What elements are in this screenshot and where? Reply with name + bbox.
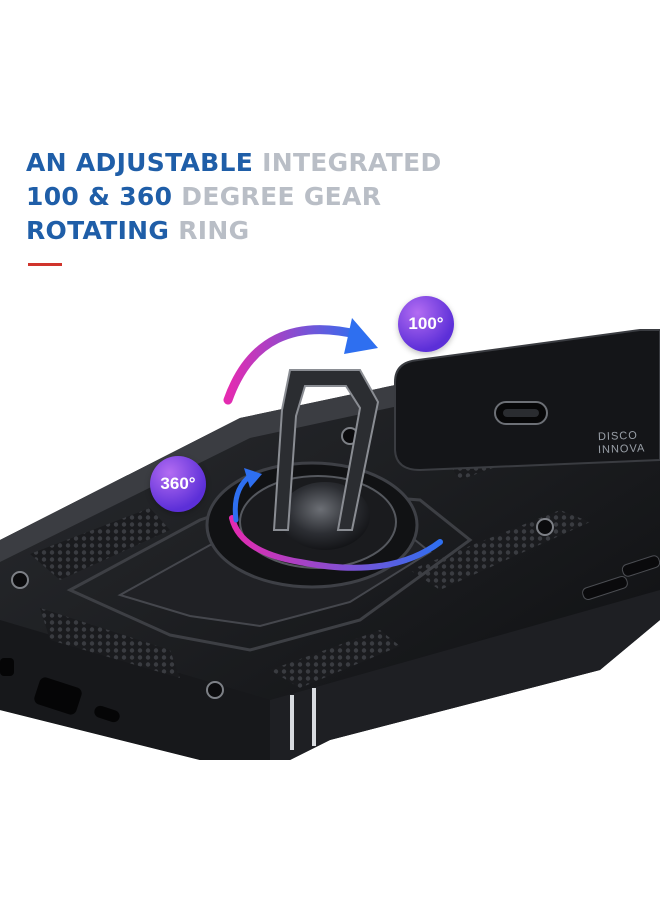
headline-highlight: 100 & 360 [26, 182, 173, 211]
rotation-360-badge: 360° [150, 456, 206, 512]
rotation-arrow-icon [223, 318, 443, 571]
kickstand-ring-icon [205, 369, 419, 589]
phone-case-illustration [0, 318, 660, 760]
headline-rest: DEGREE GEAR [172, 182, 382, 211]
headline-highlight: ROTATING [26, 216, 170, 245]
headline-line-2: 100 & 360 DEGREE GEAR [26, 180, 442, 214]
headline-line-1: AN ADJUSTABLE INTEGRATED [26, 146, 442, 180]
red-accent-divider [28, 263, 62, 266]
headline-rest: RING [169, 216, 250, 245]
rotation-100-badge: 100° [398, 296, 454, 352]
headline-line-3: ROTATING RING [26, 214, 442, 248]
headline-rest: INTEGRATED [253, 148, 442, 177]
headline-highlight: AN ADJUSTABLE [26, 148, 254, 177]
camera-slider-stamp: DISCO INNOVA [598, 430, 660, 482]
stamp-line-2: INNOVA [598, 442, 646, 457]
feature-headline: AN ADJUSTABLE INTEGRATED 100 & 360 DEGRE… [26, 146, 442, 248]
